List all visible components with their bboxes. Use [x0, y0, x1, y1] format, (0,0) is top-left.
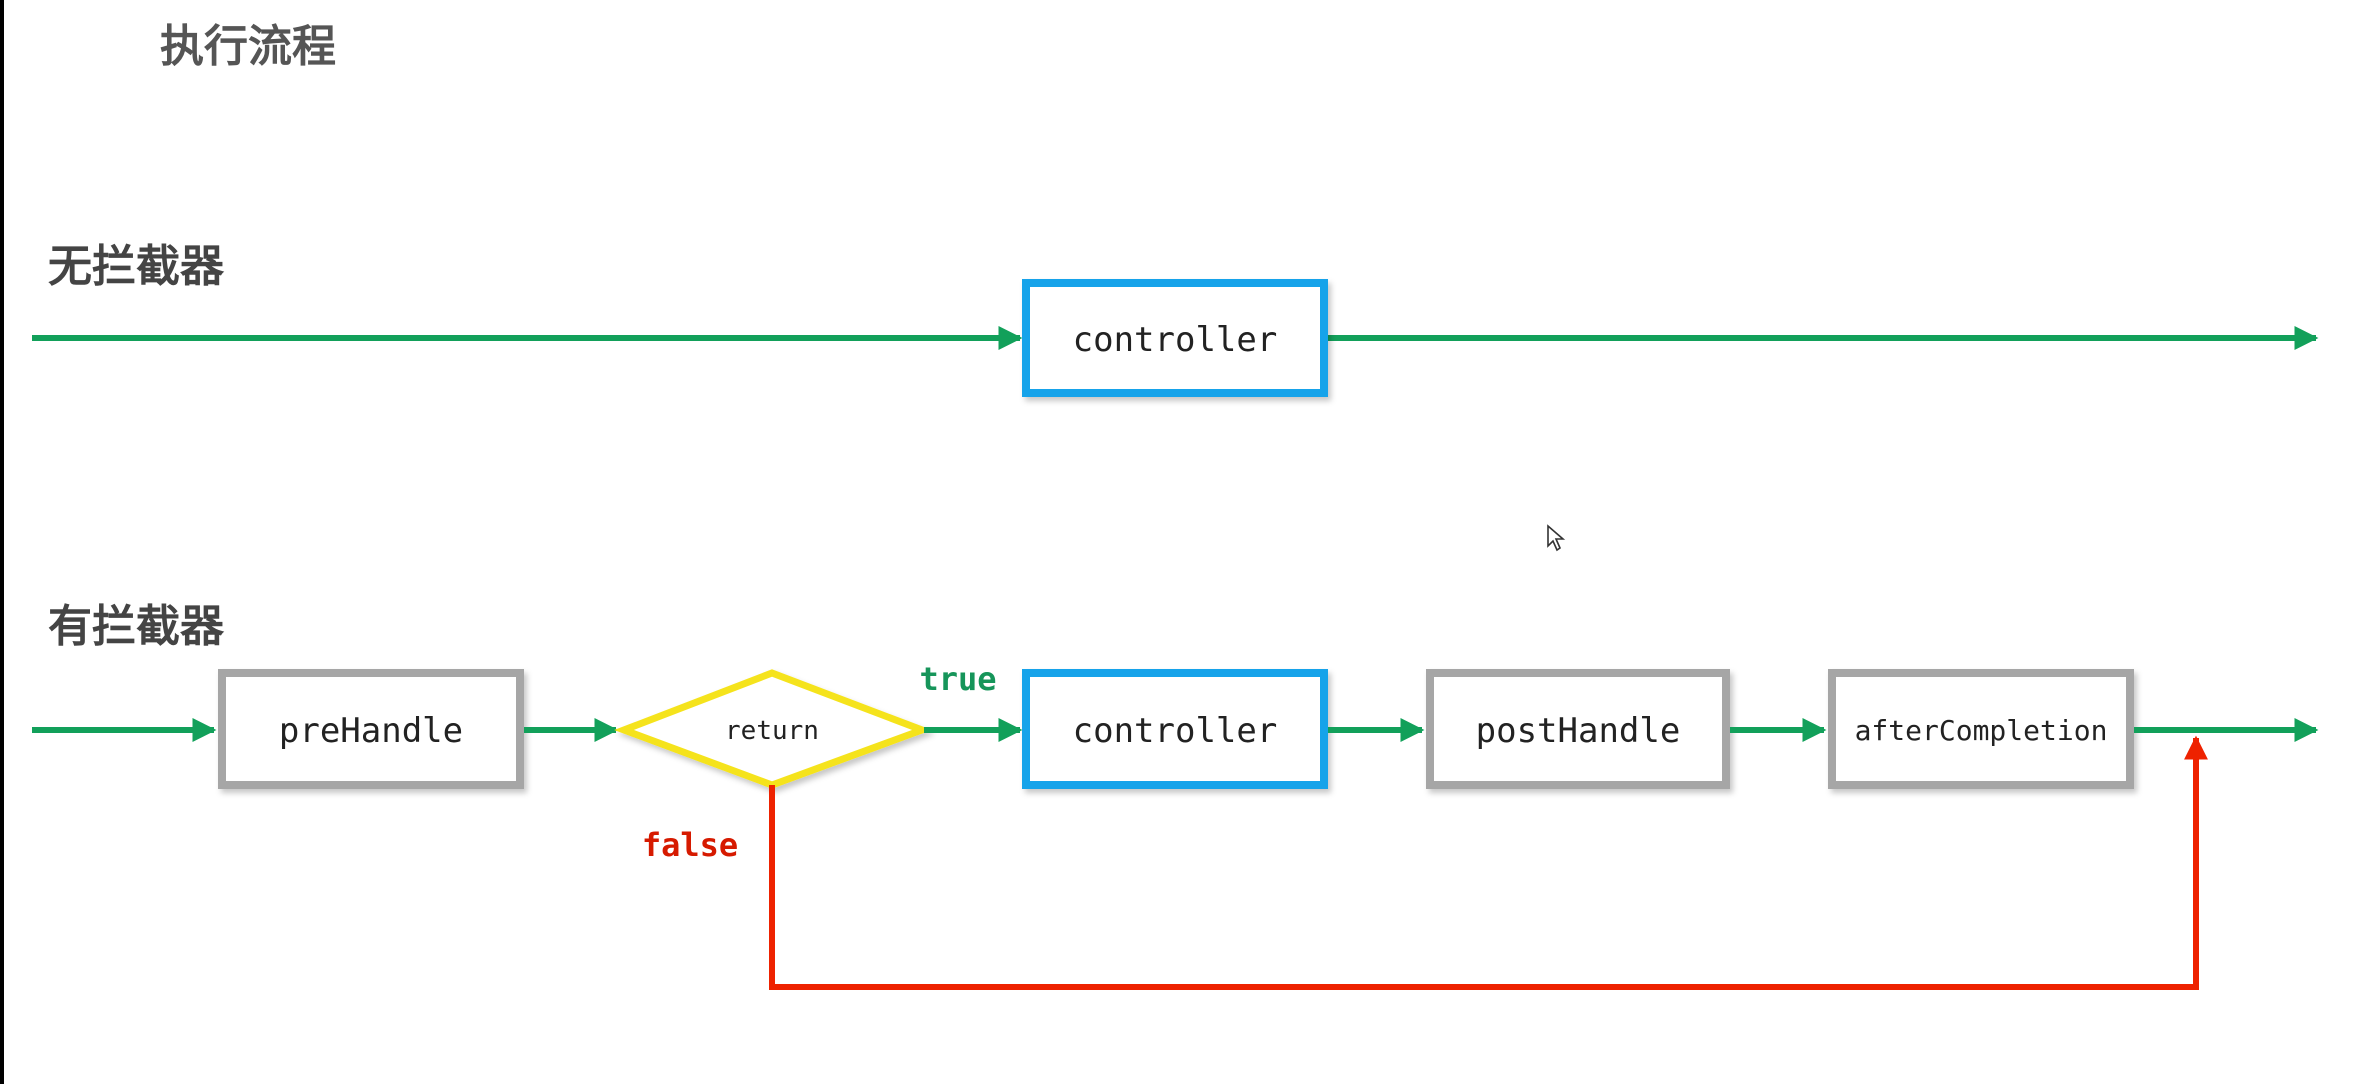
page-title: 执行流程 — [160, 21, 336, 72]
controller-bottom-label: controller — [1073, 711, 1278, 751]
controller-box-bottom: controller — [1022, 669, 1328, 789]
true-edge-label: true — [919, 660, 996, 698]
prehandle-box: preHandle — [218, 669, 524, 789]
posthandle-box: postHandle — [1426, 669, 1730, 789]
aftercompletion-box: afterCompletion — [1828, 669, 2134, 789]
false-branch-arrow — [769, 735, 2208, 990]
mouse-pointer-icon — [1547, 524, 1566, 552]
prehandle-label: preHandle — [279, 711, 463, 751]
section-label-without-interceptor: 无拦截器 — [48, 241, 224, 292]
left-border — [0, 0, 4, 1084]
controller-top-label: controller — [1073, 320, 1278, 360]
false-edge-label: false — [642, 826, 738, 864]
return-decision-diamond: return — [614, 669, 933, 789]
controller-box-top: controller — [1022, 279, 1328, 397]
aftercompletion-label: afterCompletion — [1855, 714, 2108, 747]
posthandle-label: postHandle — [1476, 711, 1681, 751]
return-label: return — [725, 716, 819, 746]
section-label-with-interceptor: 有拦截器 — [48, 601, 224, 652]
